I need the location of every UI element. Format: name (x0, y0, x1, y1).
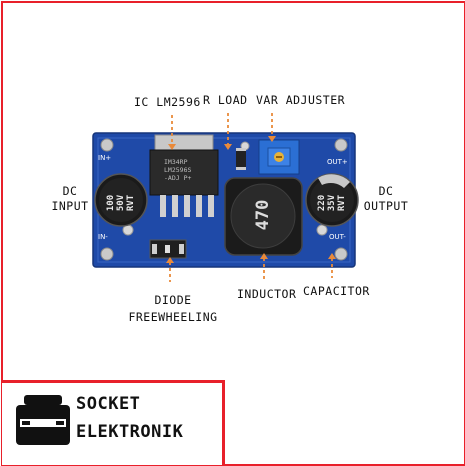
label-dc-input-line2: INPUT (51, 199, 89, 213)
label-dc-output-line1: DC (378, 184, 394, 198)
label-diode-line1: DIODE (154, 293, 192, 307)
label-dc-input-line1: DC (62, 184, 78, 198)
ic-chip-line3: -ADJ P+ (164, 174, 192, 182)
out-minus-marking: OUT- (329, 233, 346, 241)
label-dc-output-line2: OUTPUT (363, 199, 409, 213)
r-load-resistor (236, 150, 246, 168)
output-cap-line3: RVT (337, 194, 347, 212)
input-capacitor-marking: 100 50V RVT (106, 178, 136, 228)
in-minus-marking: IN- (98, 233, 108, 241)
brand-panel: SOCKET ELEKTRONIK (2, 380, 225, 465)
out-plus-marking: OUT+ (327, 158, 348, 166)
inductor-marking: 470 (253, 199, 273, 231)
input-cap-line1: 100 (106, 194, 116, 212)
ic-chip-line2: LM2596S (164, 166, 192, 174)
mounting-hole (100, 138, 114, 152)
label-diode-line2: FREEWHEELING (128, 310, 218, 324)
input-cap-line3: RVT (126, 194, 136, 212)
label-inductor: INDUCTOR (237, 287, 297, 301)
ic-chip-line1: IM34RP (164, 158, 188, 166)
output-cap-line1: 220 (317, 194, 327, 212)
label-var-adjuster: VAR ADJUSTER (256, 93, 346, 107)
socket-logo-icon (16, 395, 70, 445)
ic-chip-marking: IM34RP LM2596S -ADJ P+ (164, 158, 212, 182)
label-r-load: R LOAD (203, 93, 248, 107)
mounting-hole (334, 247, 348, 261)
mounting-hole (100, 247, 114, 261)
label-dc-output: DC OUTPUT (360, 184, 412, 214)
brand-line2: ELEKTRONIK (76, 422, 184, 442)
output-capacitor-marking: 220 35V RVT (317, 178, 347, 228)
output-cap-line2: 35V (327, 194, 337, 212)
ic-chip (149, 149, 219, 196)
label-dc-input: DC INPUT (48, 184, 92, 214)
label-ic-lm2596: IC LM2596 (134, 95, 201, 109)
mounting-hole (334, 138, 348, 152)
brand-line1: SOCKET (76, 394, 141, 414)
label-capacitor: CAPACITOR (303, 284, 370, 298)
label-diode-freewheeling: DIODE FREEWHEELING (128, 292, 218, 326)
input-cap-line2: 50V (116, 194, 126, 212)
in-plus-marking: IN+ (98, 154, 112, 162)
